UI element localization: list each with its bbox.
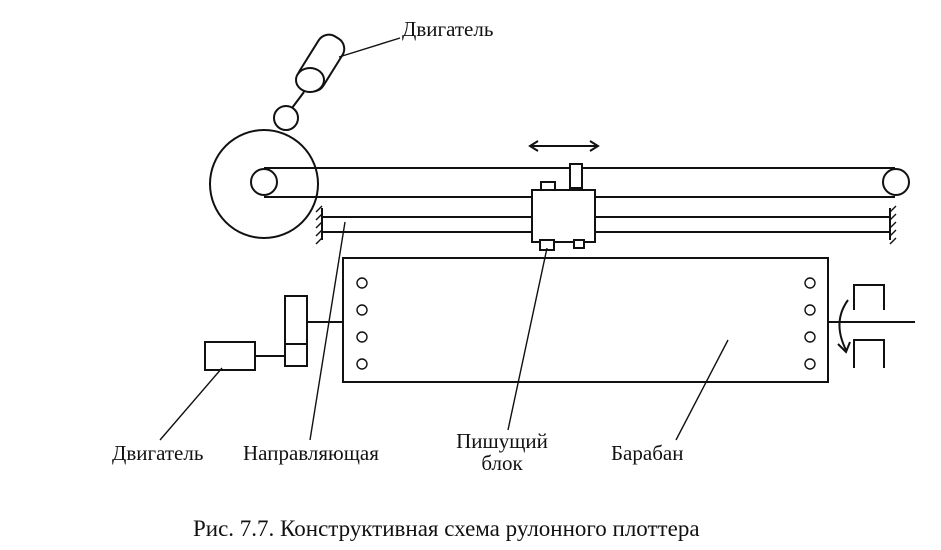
label-pen-block-line2: блок [481, 451, 523, 475]
movement-arrow [528, 140, 600, 152]
label-pen-block: Пишущий блок [440, 430, 564, 474]
leader-lines [159, 37, 729, 441]
drive-pulley [209, 129, 319, 239]
drum-gear [284, 295, 343, 367]
bottom-motor [204, 341, 285, 371]
label-guide: Направляющая [243, 441, 379, 465]
guide-rails [315, 205, 897, 245]
coupling-roller [273, 105, 299, 131]
label-motor-bottom: Двигатель [112, 441, 204, 465]
pen-carriage [531, 163, 596, 251]
drum [342, 257, 829, 383]
figure-caption: Рис. 7.7. Конструктивная схема рулонного… [193, 516, 700, 541]
label-motor-top: Двигатель [402, 17, 494, 41]
label-pen-block-line1: Пишущий [456, 429, 548, 453]
top-motor [291, 33, 346, 109]
label-drum: Барабан [611, 441, 684, 465]
drum-bearing [828, 284, 915, 368]
